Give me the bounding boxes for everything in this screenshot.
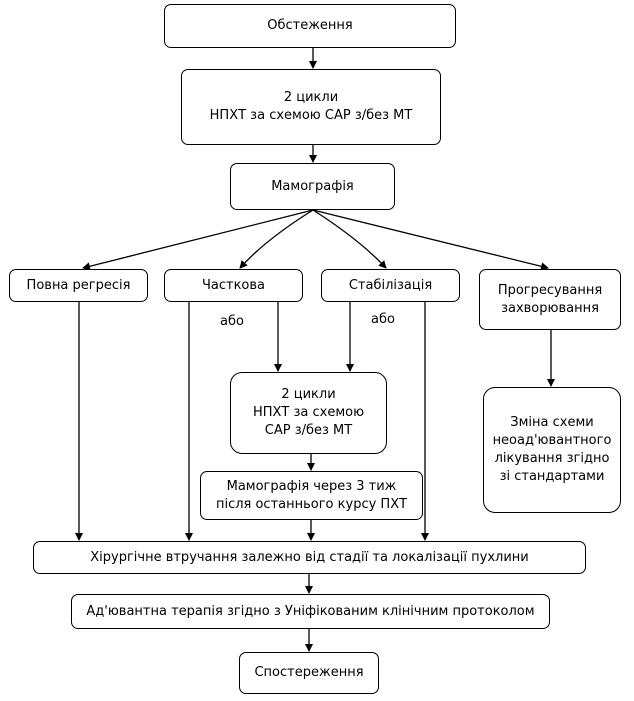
node-change-scheme: Зміна схеми неоад'ювантного лікування зг… [483,387,621,513]
node-surgery: Хірургічне втручання залежно від стадії … [33,541,586,574]
node-full-regression: Повна регресія [9,269,148,302]
label-or-right: або [371,312,395,327]
node-stabilization: Стабілізація [321,269,460,302]
arrow-mammo1-full [82,209,314,271]
node-npxt1: 2 цикли НПХТ за схемою САР з/без МТ [181,69,441,145]
node-progression: Прогресування захворювання [479,269,621,330]
node-npxt2: 2 цикли НПХТ за схемою САР з/без МТ [230,372,387,454]
node-mammography-2: Мамографія через 3 тиж після останнього … [200,471,423,520]
arrow-mammo1-stable [312,209,387,269]
node-mammography-1: Мамографія [230,163,395,210]
node-partial: Часткова [164,269,303,302]
node-observation: Спостереження [239,652,379,694]
arrow-mammo1-progress [312,209,549,271]
node-adjuvant: Ад'ювантна терапія згідно з Уніфікованим… [71,594,550,629]
arrow-mammo1-partial [239,209,314,269]
node-exam: Обстеження [164,4,456,48]
label-or-left: або [220,314,244,329]
